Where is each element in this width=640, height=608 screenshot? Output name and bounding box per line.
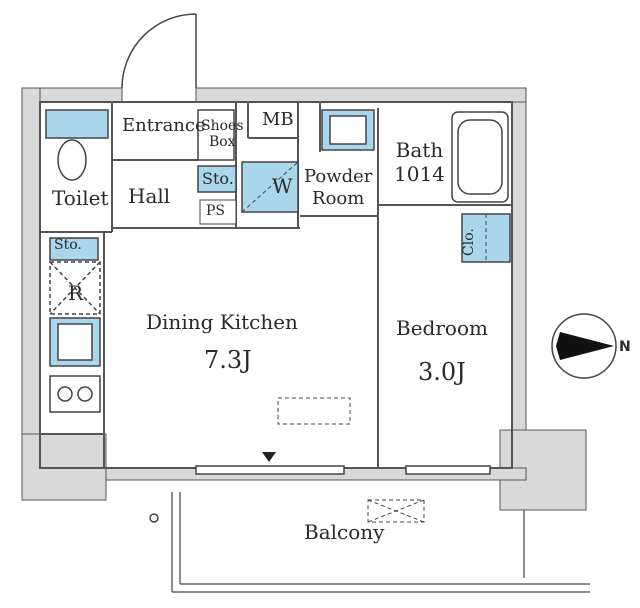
powder-label: Powder bbox=[304, 166, 373, 187]
drain-icon bbox=[149, 513, 159, 523]
w-label: W bbox=[272, 174, 293, 198]
shoes-box bbox=[197, 109, 235, 161]
hall-label: Hall bbox=[128, 184, 171, 208]
bath-size: 1014 bbox=[394, 162, 445, 186]
entry-marker-icon bbox=[262, 452, 276, 462]
sto-hall-label: Sto. bbox=[202, 169, 234, 188]
windows bbox=[195, 465, 491, 475]
shoes-label: Shoes bbox=[201, 118, 244, 134]
entrance-label: Entrance bbox=[122, 115, 206, 136]
box-label: Box bbox=[208, 134, 236, 150]
compass-icon bbox=[551, 313, 617, 379]
ps-box bbox=[199, 199, 237, 225]
ps-label: PS bbox=[206, 203, 226, 219]
balcony-dashed-area bbox=[367, 499, 425, 523]
dining-kitchen-size: 7.3J bbox=[204, 346, 252, 374]
kitchen-dashed-area bbox=[277, 397, 351, 425]
north-label: N bbox=[619, 339, 631, 355]
bathtub bbox=[451, 111, 509, 203]
kitchen-counter bbox=[49, 237, 101, 413]
sto-toilet-label: Sto. bbox=[54, 237, 82, 253]
balcony-railing bbox=[171, 492, 590, 593]
balcony-label: Balcony bbox=[304, 520, 385, 544]
room-label: Room bbox=[312, 188, 365, 209]
closet-label: Clo. bbox=[461, 228, 477, 256]
dining-kitchen-label: Dining Kitchen bbox=[146, 310, 298, 334]
shoes-box-label: Shoes Box bbox=[201, 118, 244, 150]
sto-hall-box bbox=[197, 165, 237, 193]
powder-room-label: Powder Room bbox=[304, 166, 372, 210]
entrance-door bbox=[121, 13, 197, 89]
refrigerator-label: R bbox=[68, 281, 84, 305]
bath-name: Bath bbox=[395, 138, 444, 162]
bedroom-label: Bedroom bbox=[396, 316, 488, 340]
toilet-fixture bbox=[45, 109, 109, 181]
bath-label: Bath 1014 bbox=[394, 138, 445, 186]
toilet-label: Toilet bbox=[52, 186, 109, 210]
bedroom-size: 3.0J bbox=[418, 358, 466, 386]
washbasin bbox=[321, 109, 375, 151]
mb-label: MB bbox=[262, 109, 294, 130]
